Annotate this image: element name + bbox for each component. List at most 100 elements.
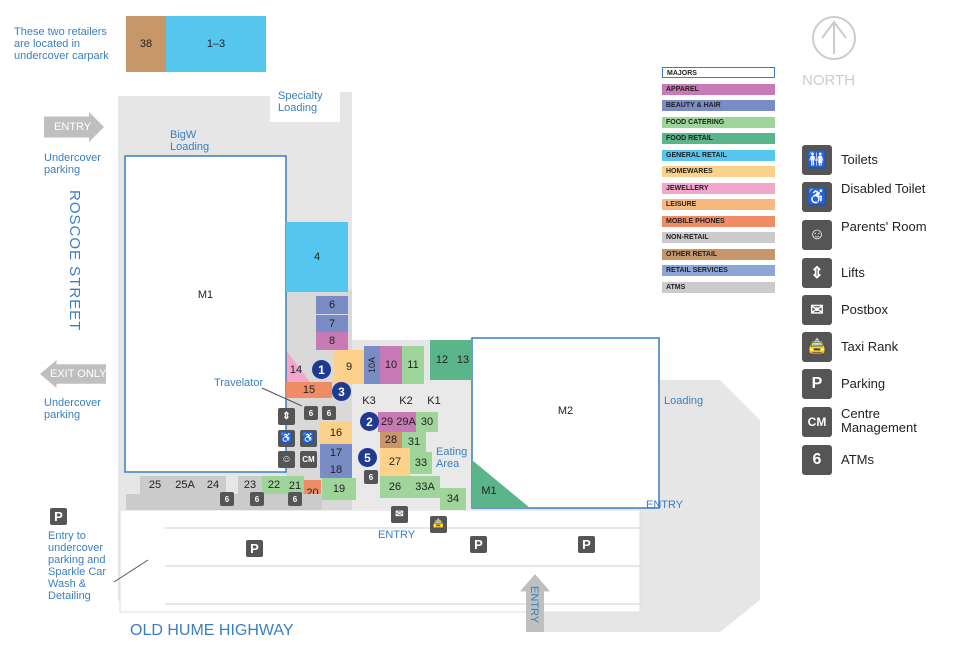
shop-24[interactable]: 24 <box>200 476 226 494</box>
marker-3: 3 <box>332 382 351 401</box>
shop-29[interactable]: 29 <box>378 412 396 432</box>
facility-label: Toilets <box>841 152 878 167</box>
parking-icon[interactable]: P <box>50 508 67 525</box>
parents-room-icon[interactable]: ☺ <box>278 451 295 468</box>
parking-icon[interactable]: P <box>470 536 487 553</box>
shop-26[interactable]: 26 <box>380 476 410 498</box>
shop-m1b[interactable]: M1 <box>481 485 497 497</box>
taxi-rank-icon[interactable]: 🚖 <box>430 516 447 533</box>
shop-30[interactable]: 30 <box>416 412 438 432</box>
atm-icon[interactable]: 6 <box>364 470 378 484</box>
kiosk-k1[interactable]: K1 <box>427 395 441 407</box>
shop-27[interactable]: 27 <box>380 448 410 476</box>
entry-mid-label: ENTRY <box>378 529 416 541</box>
shop-7[interactable]: 7 <box>316 315 348 333</box>
disabled-toilet-icon[interactable]: ♿ <box>300 430 317 447</box>
atm-icon[interactable]: 6 <box>250 492 264 506</box>
shop-33a[interactable]: 33A <box>410 476 440 498</box>
shop-22[interactable]: 22 <box>262 476 286 494</box>
roscoe-street-label: ROSCOE STREET <box>66 190 83 332</box>
lifts-icon[interactable]: ⇕ <box>278 408 295 425</box>
travelator-pointer <box>261 387 303 407</box>
shop-m2-area <box>471 337 660 509</box>
shop-28[interactable]: 28 <box>380 432 402 448</box>
parking-icon[interactable]: P <box>246 540 263 557</box>
shop-13[interactable]: 13 <box>454 340 472 380</box>
shop-6[interactable]: 6 <box>316 296 348 314</box>
shop-34[interactable]: 34 <box>440 488 466 510</box>
shop-4[interactable]: 4 <box>286 222 348 292</box>
centre-management-icon[interactable]: CM <box>300 451 317 468</box>
shop-25[interactable]: 25 <box>140 476 170 494</box>
bigw-loading-label: BigW Loading <box>170 129 210 153</box>
undercover-parking-top: Undercover parking <box>44 152 101 176</box>
shop-1-3[interactable]: 1–3 <box>166 16 266 72</box>
facility-label: Parking <box>841 376 886 391</box>
parking-entry-note: Entry to undercover parking and Sparkle … <box>48 530 107 602</box>
undercover-parking-bottom: Undercover parking <box>44 397 101 421</box>
atm-icon[interactable]: 6 <box>288 492 302 506</box>
shop-25a[interactable]: 25A <box>170 476 200 494</box>
shop-10a-label: 10A <box>367 356 378 374</box>
shop-m1[interactable]: M1 <box>197 289 214 301</box>
shop-15[interactable]: 15 <box>286 382 332 398</box>
shop-10a[interactable]: 10A <box>364 346 380 384</box>
legend-mobile-phones: MOBILE PHONES <box>662 215 775 227</box>
centre-management-icon: CM <box>802 407 832 437</box>
kiosk-k3[interactable]: K3 <box>362 395 376 407</box>
compass-label: NORTH <box>802 72 856 89</box>
facility-label: Centre Management <box>841 406 917 435</box>
facility-label: Disabled Toilet <box>841 181 926 196</box>
atm-icon[interactable]: 6 <box>220 492 234 506</box>
atm-icon[interactable]: 6 <box>322 406 336 420</box>
shop-23[interactable]: 23 <box>238 476 262 494</box>
shop-21[interactable]: 21 <box>286 476 304 496</box>
legend-food-retail: FOOD RETAIL <box>662 133 775 144</box>
legend-non-retail: NON-RETAIL <box>662 232 775 243</box>
facility-label: Lifts <box>841 265 865 280</box>
parking-note-pointer <box>113 559 149 583</box>
legend-retail-services: RETAIL SERVICES <box>662 265 775 276</box>
shop-38[interactable]: 38 <box>126 16 166 72</box>
entry-right-label: ENTRY <box>646 499 684 511</box>
legend-majors: MAJORS <box>662 67 775 78</box>
shop-14[interactable]: 14 <box>289 364 303 376</box>
loading-right-label: Loading <box>664 395 704 407</box>
parking-icon[interactable]: P <box>578 536 595 553</box>
kiosk-k2[interactable]: K2 <box>399 395 413 407</box>
shop-11[interactable]: 11 <box>402 346 424 384</box>
marker-1: 1 <box>312 360 331 379</box>
shop-29a[interactable]: 29A <box>396 412 416 432</box>
atm-icon[interactable]: 6 <box>304 406 318 420</box>
parking-icon: P <box>802 369 832 399</box>
entry-top-label: ENTRY <box>54 121 92 133</box>
shop-9[interactable]: 9 <box>334 350 364 384</box>
facility-label: Taxi Rank <box>841 339 899 354</box>
compass-icon <box>812 16 856 60</box>
facility-label: Postbox <box>841 302 888 317</box>
shop-12[interactable]: 12 <box>430 340 454 380</box>
shop-19[interactable]: 19 <box>322 478 356 500</box>
legend-apparel: APPAREL <box>662 83 775 95</box>
car-park <box>119 509 641 613</box>
legend-food-catering: FOOD CATERING <box>662 116 775 128</box>
shop-31[interactable]: 31 <box>402 432 426 452</box>
shop-10[interactable]: 10 <box>380 346 402 384</box>
legend-beauty-hair: BEAUTY & HAIR <box>662 100 775 111</box>
marker-2: 2 <box>360 412 379 431</box>
shop-18[interactable]: 18 <box>320 461 352 478</box>
entry-bottom-label: ENTRY <box>528 586 540 624</box>
shop-17[interactable]: 17 <box>320 444 352 461</box>
parking-bays <box>165 527 640 605</box>
taxi-rank-icon: 🚖 <box>802 332 832 362</box>
shop-8[interactable]: 8 <box>316 332 348 350</box>
shop-16[interactable]: 16 <box>320 422 352 444</box>
shop-m2[interactable]: M2 <box>557 405 574 417</box>
postbox-icon[interactable]: ✉ <box>391 506 408 523</box>
toilets-icon: 🚻 <box>802 145 832 175</box>
shop-33[interactable]: 33 <box>410 452 432 474</box>
legend-homewares: HOMEWARES <box>662 166 775 177</box>
toilets-icon[interactable]: ♿ <box>278 430 295 447</box>
shop-14-area <box>286 350 310 382</box>
shop-m1b-area <box>472 460 530 508</box>
